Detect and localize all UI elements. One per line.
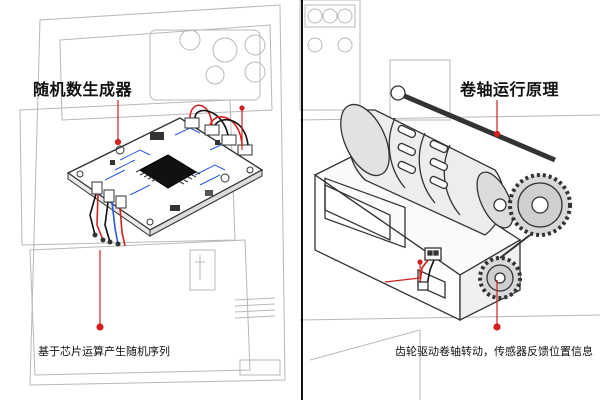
- gear-small: [478, 256, 522, 300]
- callout-chip-caption: [96, 250, 104, 331]
- random-generator-caption: 基于芯片运算产生随机序列: [38, 345, 170, 358]
- reel-principle-caption: 齿轮驱动卷轴转动，传感器反馈位置信息: [395, 345, 593, 358]
- reel-mechanism: [313, 85, 572, 322]
- callout-gear-caption: [493, 280, 501, 331]
- slot-machine-cabinet-right: [299, 0, 600, 400]
- callout-sensor: [384, 259, 423, 283]
- reel-principle-title: 卷轴运行原理: [460, 80, 560, 99]
- gear-large: [508, 173, 572, 237]
- callout-chip-title: [114, 100, 122, 146]
- random-generator-title: 随机数生成器: [33, 80, 133, 99]
- circuit-board: [66, 104, 264, 247]
- slot-machine-cabinet-left: [19, 4, 286, 386]
- callout-wire: [239, 105, 245, 150]
- callout-reel-title: [493, 100, 501, 138]
